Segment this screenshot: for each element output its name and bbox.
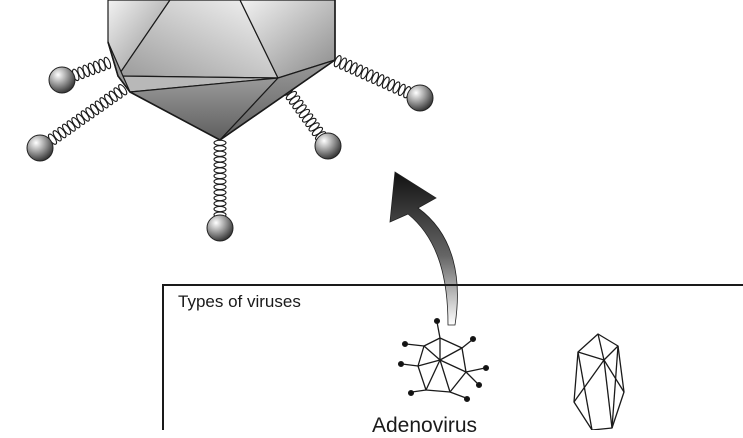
fiber-knob [406, 84, 434, 112]
fiber-coil [213, 167, 227, 174]
fiber-bottom [206, 139, 234, 242]
fiber-coil [392, 81, 401, 94]
elongated-virus-icon [573, 333, 625, 431]
fiber-coil [75, 113, 86, 125]
fiber-coil [397, 83, 406, 97]
types-of-viruses-box [162, 284, 743, 430]
fiber-coil [213, 194, 227, 202]
fiber-coil [213, 145, 227, 152]
fiber-coil [339, 57, 347, 70]
fiber-coil [213, 172, 227, 180]
fiber-coil [213, 156, 227, 163]
fiber-coil [365, 69, 374, 82]
fiber-coil [355, 64, 363, 77]
fiber-coil [213, 205, 227, 213]
fiber-coil [213, 139, 227, 146]
adenovirus-label: Adenovirus [372, 414, 478, 437]
fiber-coil [371, 71, 380, 85]
fiber-coil [213, 183, 227, 191]
fiber-coil [360, 66, 369, 80]
fiber-right [333, 55, 434, 112]
fiber-coil [213, 150, 227, 157]
fiber-coil [381, 76, 390, 89]
fiber-coil [387, 78, 396, 92]
fiber-coil [213, 178, 227, 185]
types-of-viruses-label: Types of viruses [178, 292, 301, 311]
adenovirus-capsid [107, 0, 336, 141]
fiber-coil [99, 97, 109, 109]
fiber-coil [52, 130, 62, 142]
fiber-spikes [26, 55, 434, 242]
fiber-coil [344, 59, 353, 73]
small-adenovirus-icon [397, 317, 490, 403]
fiber-coil [349, 62, 358, 75]
fiber-coil [213, 200, 227, 207]
curved-arrow [389, 171, 458, 326]
fiber-left [26, 84, 128, 162]
fiber-upper-left [48, 56, 112, 94]
fiber-knob [26, 134, 54, 162]
fiber-coil [376, 74, 385, 87]
fiber-coil [213, 189, 227, 196]
fiber-knob [206, 214, 234, 242]
fiber-coil [213, 161, 227, 169]
fiber-knob [314, 132, 342, 160]
fiber-knob [48, 66, 76, 94]
